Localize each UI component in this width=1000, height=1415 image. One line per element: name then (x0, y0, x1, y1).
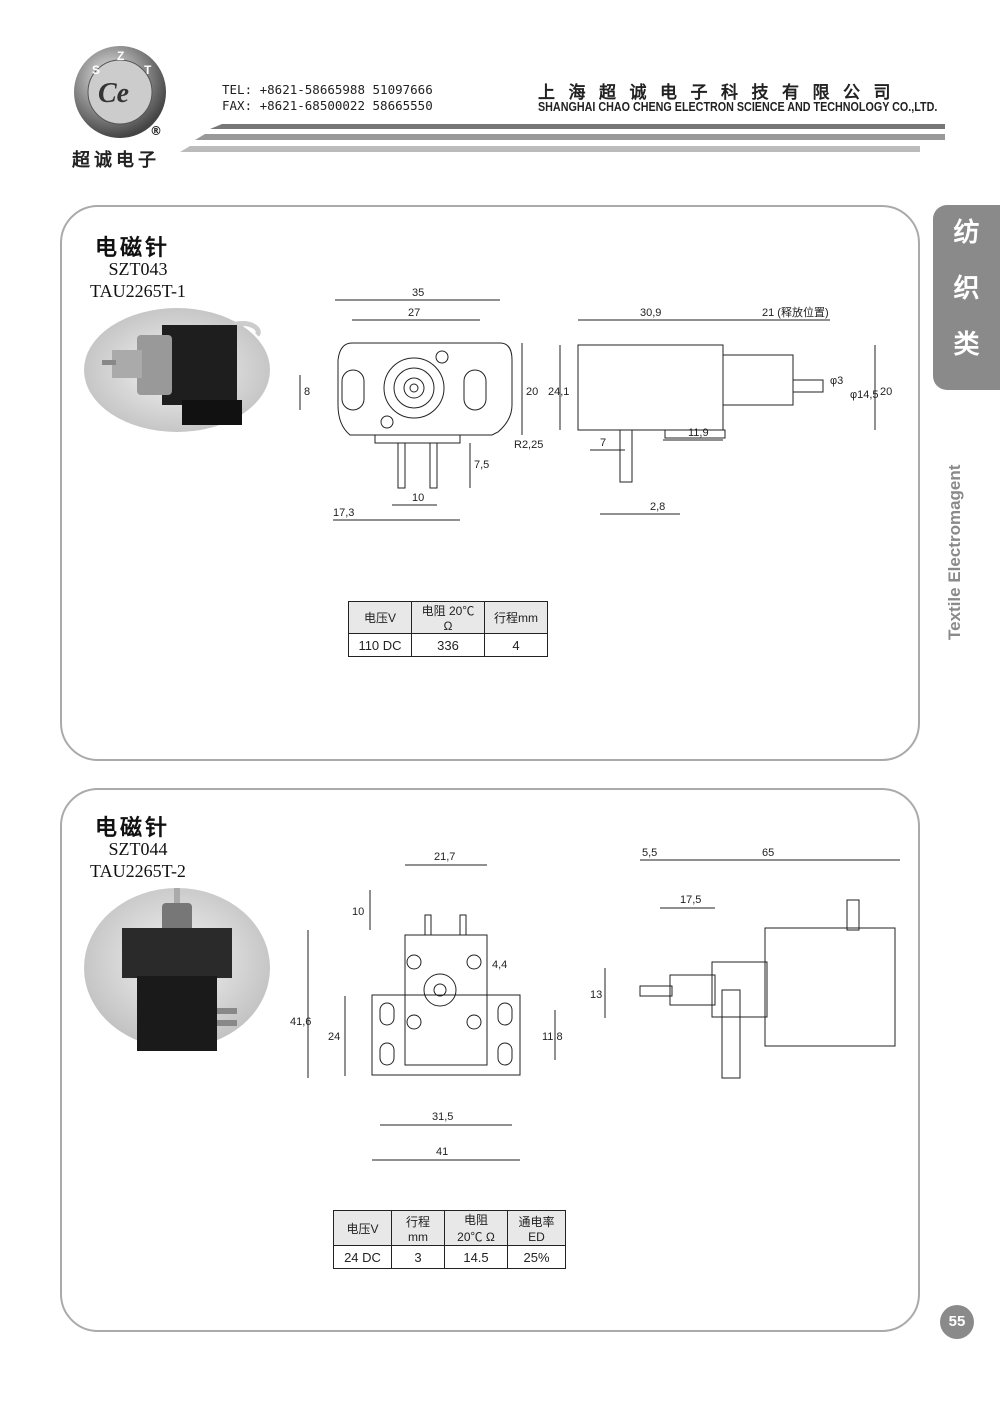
product-2-code2: TAU2265T-2 (90, 861, 186, 881)
product-1-codes: SZT043 TAU2265T-1 (78, 258, 198, 302)
product-2-photo (84, 888, 270, 1051)
spec-header-row: 电压V 行程mm 电阻 20℃ Ω 通电率ED (333, 1210, 566, 1246)
fax-line: FAX: +8621-68500022 58665550 (222, 98, 433, 113)
spec-header: 电阻 20℃ Ω (411, 601, 485, 634)
spec-value: 14.5 (444, 1245, 508, 1269)
spec-header: 电压V (348, 601, 412, 634)
spec-value: 4 (484, 633, 548, 657)
page-number: 55 (940, 1305, 974, 1339)
product-2-title: 电磁针 (95, 815, 171, 841)
spec-header: 行程mm (391, 1210, 445, 1246)
spec-header: 行程mm (484, 601, 548, 634)
company-logo: S Z T Ce (72, 44, 170, 142)
spec-value: 336 (411, 633, 485, 657)
logo-letter-t: T (144, 63, 152, 77)
product-2-spec-table: 电压V 行程mm 电阻 20℃ Ω 通电率ED 24 DC 3 14.5 25% (333, 1210, 566, 1269)
spec-header: 电阻 20℃ Ω (444, 1210, 508, 1246)
category-char-3: 类 (953, 330, 980, 360)
product-1-photo (84, 308, 270, 432)
product-1-title: 电磁针 (95, 235, 171, 261)
contact-block: TEL: +8621-58665988 51097666 FAX: +8621-… (222, 82, 433, 114)
spec-value: 24 DC (333, 1245, 392, 1269)
product-2-codes: SZT044 TAU2265T-2 (78, 838, 198, 882)
category-tab: 纺 织 类 (933, 205, 1000, 390)
category-char-2: 织 (953, 274, 980, 304)
spec-value: 25% (507, 1245, 566, 1269)
spec-header: 通电率ED (507, 1210, 566, 1246)
logo-cn-text: 超诚电子 (72, 150, 160, 171)
spec-header-row: 电压V 电阻 20℃ Ω 行程mm (348, 601, 548, 634)
tel-line: TEL: +8621-58665988 51097666 (222, 82, 433, 97)
product-2-code1: SZT044 (108, 839, 168, 859)
spec-header: 电压V (333, 1210, 392, 1246)
product-1-code2: TAU2265T-1 (90, 281, 186, 301)
registered-mark: ® (150, 124, 162, 138)
logo-mark: Ce (98, 78, 129, 109)
logo-letter-z: Z (117, 49, 124, 63)
header-stripes (180, 124, 945, 152)
spec-value: 110 DC (348, 633, 412, 657)
company-name-en: SHANGHAI CHAO CHENG ELECTRON SCIENCE AND… (538, 100, 938, 114)
product-1-spec-table: 电压V 电阻 20℃ Ω 行程mm 110 DC 336 4 (348, 601, 548, 657)
company-name-cn: 上海超诚电子科技有限公司 (538, 83, 904, 103)
spec-value-row: 24 DC 3 14.5 25% (333, 1245, 566, 1269)
logo-letter-s: S (92, 63, 100, 77)
product-panel-1 (60, 205, 920, 761)
category-char-1: 纺 (953, 218, 980, 248)
product-1-code1: SZT043 (108, 259, 168, 279)
category-label: Textile Electromagent (945, 464, 964, 640)
spec-value-row: 110 DC 336 4 (348, 633, 548, 657)
spec-value: 3 (391, 1245, 445, 1269)
